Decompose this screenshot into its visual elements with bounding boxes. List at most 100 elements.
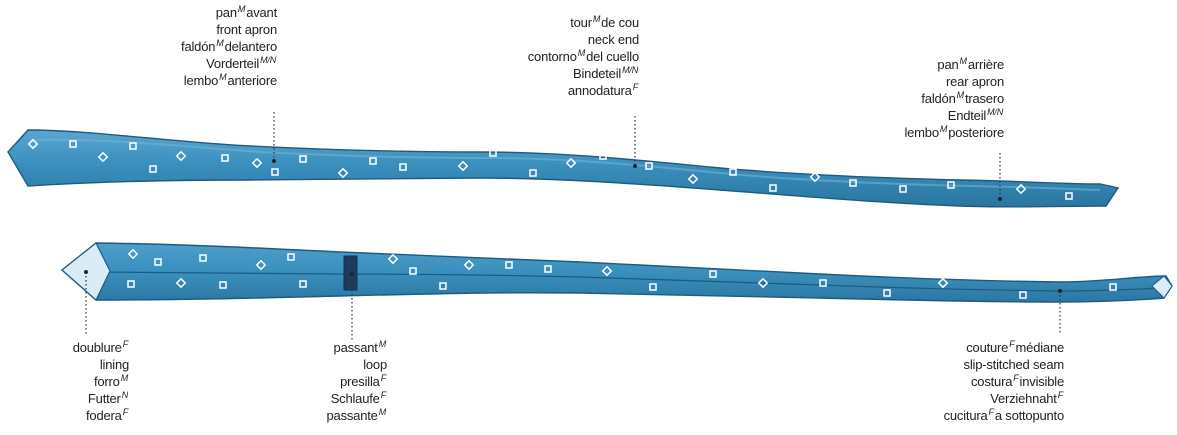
label-line: doublureF [73, 339, 129, 356]
term-word: Bindeteil [573, 66, 621, 81]
gender-marker: F [1058, 390, 1063, 400]
label-line: VerziehnahtF [944, 390, 1064, 407]
term-word: costura [971, 374, 1012, 389]
term-word: presilla [340, 374, 380, 389]
label-line: presillaF [327, 373, 387, 390]
term-suffix: trasero [965, 91, 1004, 106]
label-line: passantM [327, 339, 387, 356]
label-line: slip-stitched seam [944, 356, 1064, 373]
gender-marker: M [940, 124, 947, 134]
term-word: slip-stitched seam [964, 357, 1064, 372]
label-line: costuraFinvisible [944, 373, 1064, 390]
term-suffix: anteriore [227, 73, 277, 88]
term-word: doublure [73, 340, 122, 355]
gender-marker: F [1013, 373, 1018, 383]
term-word: fodera [86, 408, 122, 423]
term-suffix: arrière [968, 57, 1004, 72]
gender-marker: M/N [987, 107, 1003, 117]
term-word: tour [570, 15, 592, 30]
term-word: passant [334, 340, 378, 355]
term-word: faldón [921, 91, 955, 106]
term-word: Schlaufe [331, 391, 380, 406]
label-line: BindeteilM/N [528, 65, 639, 82]
label-line: FutterN [73, 390, 129, 407]
term-word: lembo [184, 73, 218, 88]
gender-marker: M [957, 90, 964, 100]
term-suffix: avant [246, 5, 277, 20]
label-line: contornoMdel cuello [528, 48, 639, 65]
label-line: panMavant [181, 4, 277, 21]
gender-marker: M [379, 407, 386, 417]
label-line: tourMde cou [528, 14, 639, 31]
label-line: cucituraFa sottopunto [944, 407, 1064, 424]
gender-marker: M/N [260, 55, 276, 65]
label-line: faldónMdelantero [181, 38, 277, 55]
term-word: Vorderteil [206, 56, 259, 71]
term-word: pan [216, 5, 237, 20]
label-line: lemboMposteriore [904, 124, 1004, 141]
term-word: front apron [216, 22, 277, 37]
label-line: annodaturaF [528, 82, 639, 99]
term-word: forro [94, 374, 120, 389]
gender-marker: M [219, 72, 226, 82]
term-word: annodatura [568, 83, 632, 98]
gender-marker: M [121, 373, 128, 383]
term-word: pan [937, 57, 958, 72]
gender-marker: M/N [622, 65, 638, 75]
term-word: faldón [181, 39, 215, 54]
gender-marker: F [381, 373, 386, 383]
gender-marker: F [123, 407, 128, 417]
term-word: lining [100, 357, 129, 372]
tie-front-view [8, 130, 1118, 207]
term-word: cucitura [944, 408, 988, 423]
label-line: neck end [528, 31, 639, 48]
label-line: VorderteilM/N [181, 55, 277, 72]
label-line: passanteM [327, 407, 387, 424]
gender-marker: F [381, 390, 386, 400]
gender-marker: M [593, 14, 600, 24]
term-word: Endteil [948, 108, 986, 123]
label-line: front apron [181, 21, 277, 38]
term-word: loop [363, 357, 387, 372]
label-line: foderaF [73, 407, 129, 424]
term-word: lembo [904, 125, 938, 140]
label-line: coutureFmédiane [944, 339, 1064, 356]
gender-marker: M [379, 339, 386, 349]
tie-back-view [62, 243, 1172, 302]
gender-marker: N [122, 390, 128, 400]
term-suffix: invisible [1020, 374, 1064, 389]
gender-marker: M [238, 4, 245, 14]
term-word: rear apron [946, 74, 1004, 89]
label-line: forroM [73, 373, 129, 390]
term-word: Verziehnaht [990, 391, 1056, 406]
label-line: rear apron [904, 73, 1004, 90]
gender-marker: F [989, 407, 994, 417]
label-line: lining [73, 356, 129, 373]
term-suffix: posteriore [948, 125, 1004, 140]
term-suffix: a sottopunto [995, 408, 1064, 423]
label-line: lemboManteriore [181, 72, 277, 89]
gender-marker: M [578, 48, 585, 58]
gender-marker: F [633, 82, 638, 92]
label-line: loop [327, 356, 387, 373]
gender-marker: F [123, 339, 128, 349]
term-suffix: del cuello [586, 49, 639, 64]
term-suffix: médiane [1016, 340, 1064, 355]
term-suffix: de cou [601, 15, 639, 30]
term-word: neck end [588, 32, 639, 47]
term-suffix: delantero [225, 39, 277, 54]
label-line: EndteilM/N [904, 107, 1004, 124]
gender-marker: F [1009, 339, 1014, 349]
label-line: SchlaufeF [327, 390, 387, 407]
gender-marker: M [960, 56, 967, 66]
label-line: panMarrière [904, 56, 1004, 73]
gender-marker: M [216, 38, 223, 48]
term-word: couture [966, 340, 1008, 355]
term-word: contorno [528, 49, 577, 64]
term-word: passante [327, 408, 378, 423]
